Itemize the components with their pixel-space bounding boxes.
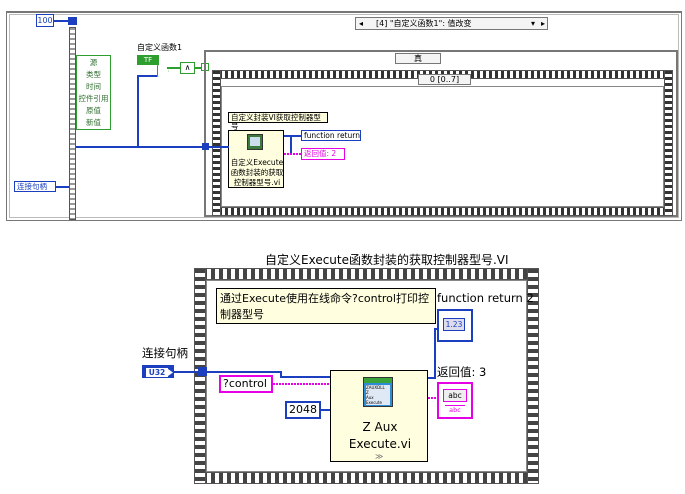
- out-wire-string: [284, 153, 304, 155]
- expand-icon[interactable]: ≫: [375, 452, 384, 461]
- caption-text: 自定义封装VI获取控制器型号: [228, 112, 328, 131]
- handle-wire: [208, 146, 229, 148]
- sequence-left-strip: [212, 70, 221, 216]
- output-wire: [434, 328, 436, 379]
- bottom-diagram: 自定义Execute函数封装的获取控制器型号.VI 通过Execute使用在线命…: [0, 225, 685, 494]
- handle-type: U32: [146, 368, 168, 377]
- next-case-arrow[interactable]: ▸: [540, 19, 545, 28]
- const-100[interactable]: 100: [36, 14, 54, 27]
- execute-icon-body: ZAUXDLL Z Aux Execute: [366, 385, 390, 405]
- handle-control[interactable]: 连接句柄: [14, 181, 56, 192]
- bool-local[interactable]: TF: [137, 55, 159, 65]
- return-value-indicator[interactable]: 返回值: 2: [301, 148, 345, 160]
- seq-top-strip: [194, 268, 539, 280]
- numeric-wire: [321, 409, 332, 411]
- wire: [54, 20, 69, 22]
- subvi-icon-screen: [250, 137, 260, 146]
- case-inner-text: 真: [414, 54, 422, 63]
- case-dropdown-icon[interactable]: ▾: [530, 19, 535, 28]
- event-data-node: 源 类型 时间 控件引用 原值 新值: [76, 55, 111, 130]
- comment-box: 通过Execute使用在线命令?control打印控制器型号: [216, 288, 436, 324]
- seq-bottom-strip: [194, 472, 539, 484]
- subvi-title: 自定义Execute函数封装的获取控制器型号.VI: [262, 252, 512, 269]
- sequence-bottom-strip: [212, 207, 673, 216]
- function-return-label: function return 2: [437, 291, 534, 305]
- seq-tunnel: [198, 367, 207, 376]
- string-wire: [273, 383, 332, 385]
- subvi-label: 自定义Execute函数封装的获取控制器型号.vi: [230, 158, 284, 187]
- handle-wire: [56, 186, 69, 188]
- prop-label: 自定义函数1: [137, 43, 183, 52]
- event-data-strip: [69, 27, 76, 220]
- seq-left-strip: [194, 268, 206, 484]
- handle-wire: [174, 371, 202, 373]
- case-inner-label[interactable]: 真: [395, 53, 441, 64]
- function-return-indicator[interactable]: function return: [301, 130, 361, 141]
- execute-icon: ZAUXDLL Z Aux Execute: [363, 377, 393, 407]
- sequence-right-strip: [664, 70, 673, 216]
- handle-wire: [280, 376, 332, 378]
- handle-arrow-icon: [168, 369, 173, 376]
- return-value-label: 返回值: 3: [437, 365, 487, 379]
- event-item[interactable]: 新值: [86, 118, 101, 127]
- handle-label: 连接句柄: [142, 346, 188, 360]
- seq-right-strip: [527, 268, 539, 484]
- subvi-icon: [247, 134, 263, 150]
- event-item[interactable]: 源: [89, 58, 98, 67]
- loop-tunnel: [68, 17, 77, 25]
- string-indicator-sub: abc: [445, 405, 465, 414]
- prev-case-arrow[interactable]: ◂: [359, 19, 364, 28]
- execute-icon-header: [364, 378, 392, 383]
- event-item[interactable]: 原值: [86, 106, 101, 115]
- case-structure: [204, 50, 678, 217]
- seq-selector[interactable]: 0 [0..7]: [418, 74, 471, 85]
- string-constant[interactable]: ?control: [219, 375, 273, 393]
- execute-label: Z Aux Execute.vi: [348, 420, 412, 451]
- string-indicator-inner: abc: [443, 389, 467, 402]
- numeric-indicator-inner: 1.23: [443, 318, 465, 331]
- output-wire: [428, 377, 436, 379]
- seq-inner: [206, 280, 527, 472]
- event-item[interactable]: 时间: [86, 82, 101, 91]
- event-item[interactable]: 控件引用: [78, 94, 109, 103]
- seq-inner-frame: [221, 86, 664, 207]
- case-tunnel: [202, 143, 209, 150]
- top-diagram: 100 ◂ [4] "自定义函数1": 值改变 ▾ ▸ 源 类型 时间 控件引用…: [0, 0, 685, 221]
- out-wire: [290, 135, 292, 153]
- handle-wire: [280, 371, 282, 377]
- numeric-constant[interactable]: 2048: [285, 401, 321, 419]
- subvi-node[interactable]: 自定义Execute函数封装的获取控制器型号.vi: [228, 130, 284, 188]
- case-selector[interactable]: ◂ [4] "自定义函数1": 值改变 ▾ ▸: [355, 17, 548, 30]
- event-structure-inner: [9, 14, 679, 218]
- handle-wire: [137, 75, 139, 147]
- handle-terminal[interactable]: U32: [142, 365, 174, 378]
- output-wire-string: [428, 397, 438, 399]
- out-wire: [284, 135, 304, 137]
- numeric-indicator[interactable]: 1.23: [437, 309, 473, 342]
- and-gate[interactable]: ∧: [180, 62, 195, 74]
- handle-wire: [206, 371, 281, 373]
- handle-wire: [76, 146, 206, 148]
- event-item[interactable]: 类型: [86, 70, 101, 79]
- string-indicator[interactable]: abc abc: [437, 382, 473, 419]
- bool-wire: [167, 67, 181, 69]
- case-selector-label: [4] "自定义函数1": 值改变: [376, 19, 472, 28]
- handle-wire: [137, 75, 157, 77]
- zaux-execute-node[interactable]: ZAUXDLL Z Aux Execute Z Aux Execute.vi ≫: [330, 370, 428, 462]
- event-structure: [6, 11, 682, 221]
